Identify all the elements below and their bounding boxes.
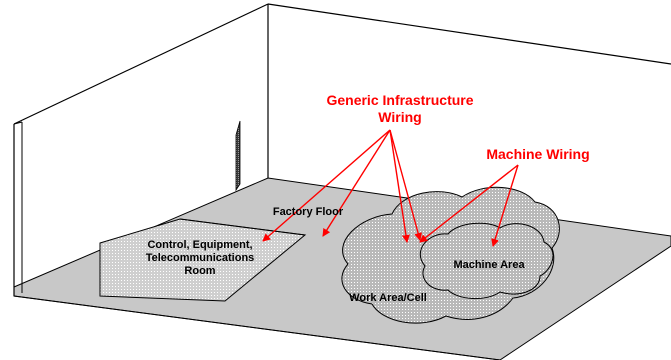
arrow-machine-to-work-area — [419, 164, 519, 243]
generic-infrastructure-label-line1: Generic Infrastructure — [326, 92, 473, 108]
door-icon — [235, 120, 241, 192]
machine-area-cloud — [419, 222, 554, 299]
control-room-area — [99, 218, 307, 302]
factory-floor-label: Factory Floor — [273, 206, 344, 218]
control-room-label-line3: Room — [184, 265, 215, 277]
back-wall — [267, 3, 671, 65]
generic-wiring-arrows — [262, 129, 423, 243]
control-room-label-line1: Control, Equipment, — [147, 239, 252, 251]
generic-infrastructure-label-line2: Wiring — [378, 109, 421, 125]
left-wall — [13, 3, 269, 296]
arrow-to-control-room — [262, 129, 391, 242]
machine-wiring-label: Machine Wiring — [486, 146, 589, 162]
machine-area-label: Machine Area — [453, 259, 525, 271]
control-room-label-line2: Telecommunications — [146, 252, 255, 264]
work-area-cell-label: Work Area/Cell — [349, 292, 427, 304]
arrow-to-factory-floor — [322, 129, 391, 237]
arrow-machine-to-machine-area — [491, 164, 519, 247]
machine-wiring-arrows — [419, 164, 519, 247]
arrow-to-work-area-2 — [389, 129, 423, 241]
floor-base-edge — [13, 295, 501, 360]
arrow-to-work-area — [389, 129, 410, 243]
